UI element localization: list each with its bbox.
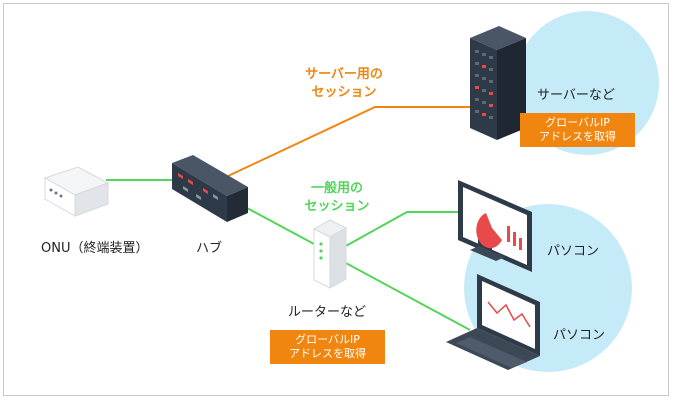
- server-session-label: サーバー用の セッション: [305, 67, 383, 100]
- server-session-line: [227, 106, 483, 177]
- onu-icon: [43, 166, 110, 217]
- onu-label: ONU（終端装置）: [41, 241, 149, 256]
- server-icon: [470, 26, 526, 140]
- general-session-label: 一般用の セッション: [304, 181, 370, 214]
- monitor-icon: [458, 180, 532, 272]
- router-pc2-line: [343, 261, 471, 331]
- server-global-ip-badge: グローバルIP アドレスを取得: [520, 113, 635, 147]
- hub-icon: [172, 155, 248, 222]
- hub-label: ハブ: [196, 241, 223, 256]
- router-global-ip-badge: グローバルIP アドレスを取得: [270, 330, 385, 364]
- router-label: ルーターなど: [288, 305, 367, 320]
- server-label: サーバーなど: [537, 88, 615, 103]
- router-pc1-line: [343, 211, 462, 248]
- pc1-label: パソコン: [547, 244, 600, 259]
- router-icon: [312, 219, 348, 289]
- pc2-label: パソコン: [553, 328, 606, 343]
- laptop-icon: [446, 274, 540, 370]
